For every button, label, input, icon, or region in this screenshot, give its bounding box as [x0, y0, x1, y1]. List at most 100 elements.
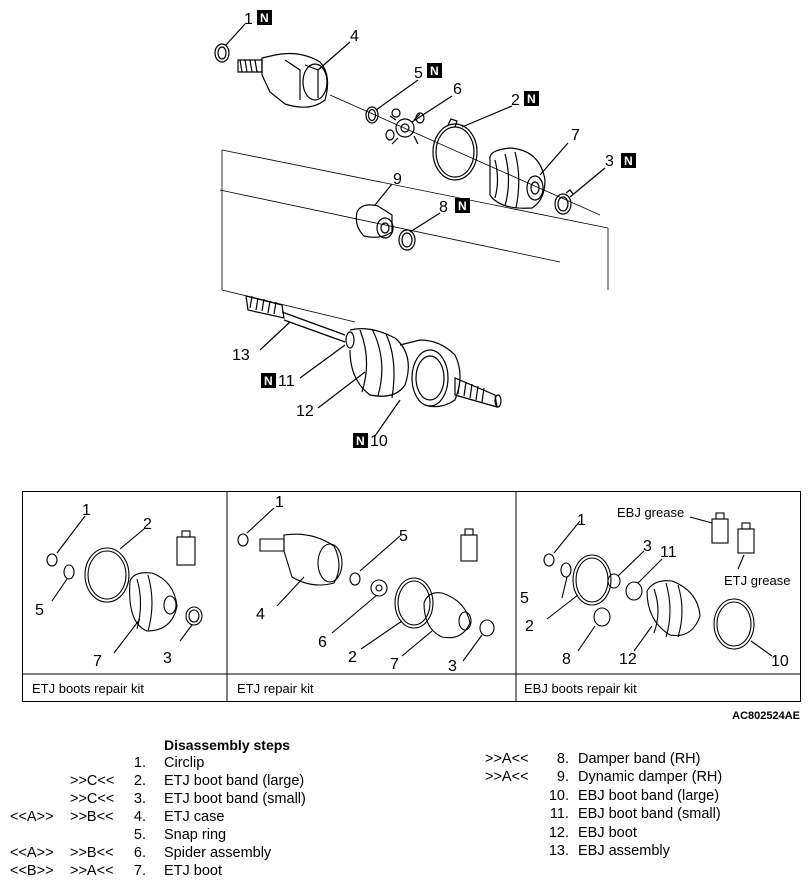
step-number: 2. [133, 773, 146, 789]
n-badge-5: N [430, 64, 439, 78]
step-number: 11. [549, 806, 569, 822]
step-text: EBJ boot [578, 825, 637, 841]
kit3-etj-grease-label: ETJ grease [724, 573, 790, 588]
step-row: 11. EBJ boot band (small) [485, 806, 800, 824]
etj-boot-band-small-part [554, 189, 574, 215]
callout-3: 3 [605, 153, 614, 170]
callout-4: 4 [350, 28, 359, 45]
step-number: 7. [133, 863, 146, 879]
figure-id: AC802524AE [732, 710, 800, 722]
step-text: Dynamic damper (RH) [578, 769, 723, 785]
callout-1: 1 [244, 11, 253, 28]
disassembly-steps-title: Disassembly steps [164, 737, 291, 753]
callout-7: 7 [571, 127, 580, 144]
step-row: 12. EBJ boot [485, 825, 800, 843]
kit1-callout-5: 5 [35, 602, 44, 619]
callout-10: 10 [370, 433, 388, 450]
kit3-callout-1: 1 [577, 512, 586, 529]
step-text: Spider assembly [164, 845, 272, 861]
step-row: <<B>> >>A<< 7. ETJ boot [10, 863, 350, 881]
step-row: 10. EBJ boot band (large) [485, 788, 800, 806]
step-number: 13. [548, 843, 569, 859]
circlip-part [214, 43, 230, 63]
kit3-callout-5: 5 [520, 590, 529, 607]
kit2-callout-5: 5 [399, 528, 408, 545]
callout-6: 6 [453, 81, 462, 98]
kit1-callout-2: 2 [143, 516, 152, 533]
kit-etj-repair-drawing [237, 507, 495, 662]
step-row: 1. Circlip [10, 755, 350, 773]
dynamic-damper-part [355, 204, 394, 239]
kit2-callout-3: 3 [448, 658, 457, 675]
n-badge-3: N [624, 154, 633, 168]
callout-2: 2 [511, 92, 520, 109]
step-row: >>C<< 2. ETJ boot band (large) [10, 773, 350, 791]
step-text: Circlip [164, 755, 205, 771]
kit-label-etj-repair: ETJ repair kit [237, 681, 314, 696]
kit1-callout-3: 3 [163, 650, 172, 667]
damper-band-part [398, 229, 416, 251]
kit-label-ebj-boots: EBJ boots repair kit [524, 681, 637, 696]
step-mark: <<A>> [10, 845, 54, 861]
step-mark: >>B<< [70, 845, 114, 861]
step-number: 8. [556, 751, 569, 767]
etj-boot-part [489, 147, 546, 209]
step-mark: >>C<< [70, 791, 115, 807]
step-number: 10. [548, 788, 569, 804]
step-mark: <<A>> [10, 809, 54, 825]
n-badge-1: N [260, 11, 269, 25]
step-number: 9. [556, 769, 569, 785]
step-mark: >>A<< [485, 769, 529, 785]
step-number: 5. [133, 827, 146, 843]
exploded-diagram: 1 4 5 6 2 7 3 9 8 13 11 12 10 N N N N N … [214, 10, 636, 450]
kit1-callout-7: 7 [93, 653, 102, 670]
step-text: EBJ assembly [578, 843, 670, 859]
callout-8: 8 [439, 199, 448, 216]
step-text: EBJ boot band (small) [578, 806, 721, 822]
kit3-callout-8: 8 [562, 651, 571, 668]
step-text: Damper band (RH) [578, 751, 701, 767]
kit2-callout-4: 4 [256, 606, 265, 623]
kit3-callout-11: 11 [660, 544, 677, 561]
kit2-callout-7: 7 [390, 656, 399, 673]
kit-label-etj-boots: ETJ boots repair kit [32, 681, 144, 696]
callout-13: 13 [232, 347, 250, 364]
step-row: >>A<< 8. Damper band (RH) [485, 751, 800, 769]
kit1-callout-1: 1 [82, 502, 91, 519]
callout-12: 12 [296, 403, 314, 420]
kit2-callout-2: 2 [348, 649, 357, 666]
step-number: 1. [133, 755, 146, 771]
step-mark: >>B<< [70, 809, 114, 825]
callout-5: 5 [414, 65, 423, 82]
n-badge-10: N [356, 434, 365, 448]
step-mark: >>A<< [70, 863, 114, 879]
kit3-callout-3: 3 [643, 538, 652, 555]
n-badge-8: N [458, 199, 467, 213]
callout-11: 11 [278, 373, 295, 390]
kit3-callout-12: 12 [619, 651, 637, 668]
step-row: 13. EBJ assembly [485, 843, 800, 861]
callout-9: 9 [393, 171, 402, 188]
step-row: >>C<< 3. ETJ boot band (small) [10, 791, 350, 809]
step-row: <<A>> >>B<< 4. ETJ case [10, 809, 350, 827]
ebj-assembly-part [245, 295, 502, 408]
kit3-ebj-grease-label: EBJ grease [617, 505, 684, 520]
step-mark: >>A<< [485, 751, 529, 767]
step-row: 5. Snap ring [10, 827, 350, 845]
etj-case-part [237, 52, 329, 108]
step-row: <<A>> >>B<< 6. Spider assembly [10, 845, 350, 863]
kit3-callout-10: 10 [771, 653, 789, 670]
step-number: 3. [133, 791, 146, 807]
steps-left-list: 1. Circlip >>C<< 2. ETJ boot band (large… [10, 755, 350, 883]
step-mark: <<B>> [10, 863, 54, 879]
step-row: >>A<< 9. Dynamic damper (RH) [485, 769, 800, 787]
repair-kit-table: 1 2 5 7 3 1 5 4 6 2 7 3 1 3 11 5 2 8 12 … [22, 491, 801, 702]
kit-ebj-boots-drawing [543, 512, 773, 657]
step-text: ETJ case [164, 809, 225, 825]
step-text: ETJ boot band (small) [164, 791, 306, 807]
step-text: ETJ boot band (large) [164, 773, 305, 789]
step-text: Snap ring [164, 827, 227, 843]
kit2-callout-1: 1 [275, 494, 284, 511]
kit3-callout-2: 2 [525, 618, 534, 635]
step-number: 4. [133, 809, 146, 825]
